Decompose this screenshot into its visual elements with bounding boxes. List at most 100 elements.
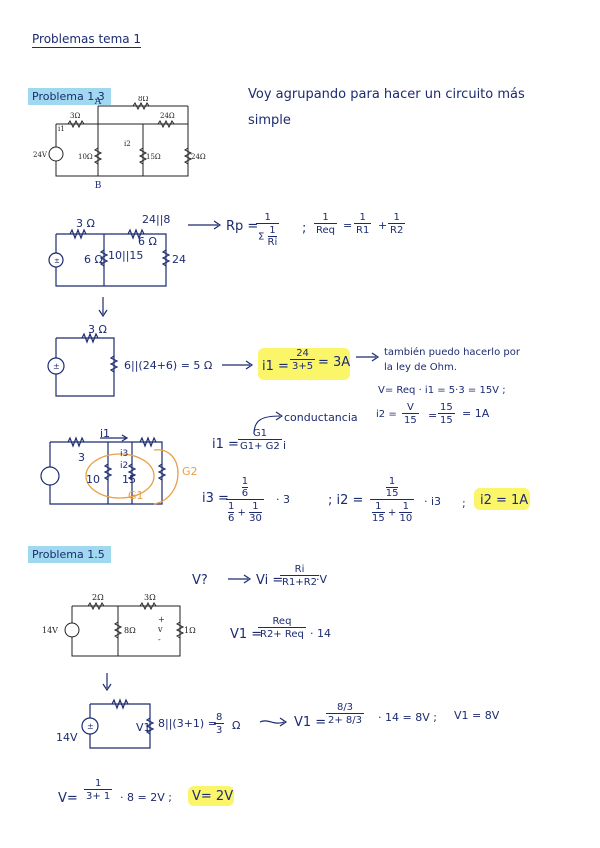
highlight-i2: [474, 488, 530, 510]
p15s2-v1-fraction: 8/3 2+ 8/3: [326, 702, 365, 726]
p15-plus: +: [158, 615, 165, 624]
step4-g2: G2: [182, 465, 198, 478]
r2-num: 1: [393, 212, 400, 223]
problem-13-note-line2: simple: [248, 113, 291, 128]
rp-den-d: Ri: [267, 236, 278, 248]
step4-i-tail: · i: [276, 439, 287, 452]
p15s2-unit: Ω: [232, 719, 241, 732]
step4-i-num: G1: [252, 428, 267, 439]
circuit-p15-step-2: ±: [81, 698, 155, 749]
step3-i2-n1: V: [406, 402, 414, 413]
step4-i2-lhs: ; i2 =: [328, 493, 364, 508]
req-fraction: 1 Req: [314, 212, 337, 236]
r2-fraction: 1 R2: [388, 212, 406, 236]
p15-r8: 8Ω: [124, 626, 136, 635]
p15s2-v1-res: V1 = 8V: [454, 709, 500, 722]
step3-v-line: V= Req · i1 = 5·3 = 15V ;: [378, 385, 506, 396]
step3-label: 6||(24+6) = 5 Ω: [124, 359, 213, 372]
p15s2-v1: V1: [136, 721, 151, 734]
p15s2-frac: 8 3: [214, 712, 225, 736]
step4-i2: i2: [120, 461, 129, 471]
highlight-i1: [258, 348, 350, 380]
step4-i1-label: i1: [100, 427, 111, 440]
source-24v: 24V: [33, 151, 48, 159]
circuit-1: A B 24V 3Ω 8Ω 24Ω 10Ω 15Ω 24Ω i1 i2: [33, 96, 206, 191]
p15-r3: 3Ω: [144, 593, 156, 602]
step4-r3: 3: [78, 451, 85, 464]
p15-v1-num: Req: [272, 616, 292, 627]
req-num: 1: [322, 212, 329, 223]
req-den: Req: [314, 223, 337, 236]
p15s2-v1-lhs: V1 =: [294, 715, 327, 730]
arrow-1: [188, 220, 222, 230]
highlight-final: [188, 786, 234, 806]
i3-num-d: 6: [241, 487, 249, 499]
rp-fraction: 1 Σ 1 Ri: [256, 212, 280, 248]
circuit-step-2: ±: [48, 228, 171, 287]
final-den: 3+ 1: [84, 789, 113, 802]
step4-r10: 10: [86, 473, 100, 486]
p15-minus: -: [158, 635, 161, 644]
i2-num-d: 15: [385, 487, 399, 499]
i1-label: i1: [58, 125, 65, 133]
p15-v1-lhs: V1 =: [230, 627, 263, 642]
step3-i1-num: 24: [296, 348, 309, 359]
step3-note-line2: la ley de Ohm.: [384, 362, 457, 373]
step3-i2-frac2: 15 15: [438, 402, 455, 426]
p15-v: v: [157, 625, 163, 634]
p15s2-label: 8||(3+1) =: [158, 717, 217, 730]
r-8-label: 8Ω: [138, 96, 148, 103]
step2-r6b: 6 Ω: [138, 235, 157, 248]
rp-sum: Σ: [258, 231, 265, 243]
p15-v1-fraction: Req R2+ Req: [258, 616, 306, 640]
p15-v1-tail: · 14: [310, 627, 331, 640]
r1-den: R1: [354, 223, 372, 236]
step4-i2-fraction: 1 15 1 15 + 1 10: [370, 476, 415, 524]
circuit-p15: 14V 2Ω 3Ω 8Ω 1Ω + v -: [42, 593, 196, 657]
p15-vi-lhs: Vi =: [256, 573, 284, 588]
step4-i-fraction: G1 G1+ G2: [238, 428, 282, 452]
i2-label: i2: [124, 140, 131, 148]
plus-1: +: [378, 219, 388, 232]
svg-text:±: ±: [53, 362, 60, 371]
final-num: 1: [94, 778, 102, 789]
step4-g1: G1: [128, 489, 144, 502]
p15s2-v1-den: 2+ 8/3: [326, 713, 365, 726]
final-result: V= 2V: [192, 789, 234, 804]
step3-i1-lhs: i1 =: [262, 359, 289, 374]
step4-i-den: G1+ G2: [238, 439, 282, 452]
node-a-label: A: [94, 97, 102, 107]
p15-source: 14V: [42, 626, 58, 635]
r1-num: 1: [359, 212, 366, 223]
page-title: Problemas tema 1: [32, 32, 142, 48]
problem-13-note-line1: Voy agrupando para hacer un circuito más: [248, 87, 525, 102]
step3-i2-res: = 1A: [462, 407, 490, 420]
rp-lhs: Rp =: [226, 219, 259, 234]
arrow-3: [356, 352, 380, 362]
p15s2-frac-d: 3: [214, 723, 225, 736]
p15-v1-den: R2+ Req: [258, 627, 306, 640]
step3-i2-lhs: i2 =: [376, 409, 397, 420]
step4-i3-tail: · 3: [276, 493, 290, 506]
p15s2-v1-tail: · 14 = 8V ;: [378, 711, 437, 724]
step3-r3: 3 Ω: [88, 323, 107, 336]
i3-den-a-n: 1: [228, 501, 235, 512]
i2-num-n: 1: [388, 476, 396, 487]
step3-i1-fraction: 24 3+5: [290, 348, 316, 372]
step2-r1015: 10||15: [108, 249, 144, 262]
svg-text:±: ±: [87, 722, 94, 731]
final-fraction: 1 3+ 1: [84, 778, 113, 802]
problem-13-tag: Problema 1.3: [28, 88, 111, 105]
p15-vi-den: R1+R2: [280, 575, 319, 588]
i2-den-b-d: 10: [399, 512, 413, 524]
p15-vi-num: Ri: [294, 564, 305, 575]
p15s2-v1-num: 8/3: [336, 702, 354, 713]
step3-i2-frac1: V 15: [402, 402, 419, 426]
final-tail: · 8 = 2V ;: [120, 791, 172, 804]
i3-num-n: 1: [241, 476, 249, 487]
rp-num: 1: [264, 212, 271, 223]
r1-fraction: 1 R1: [354, 212, 372, 236]
rp-den-n: 1: [269, 225, 276, 236]
i3-den-b-n: 1: [252, 501, 259, 512]
